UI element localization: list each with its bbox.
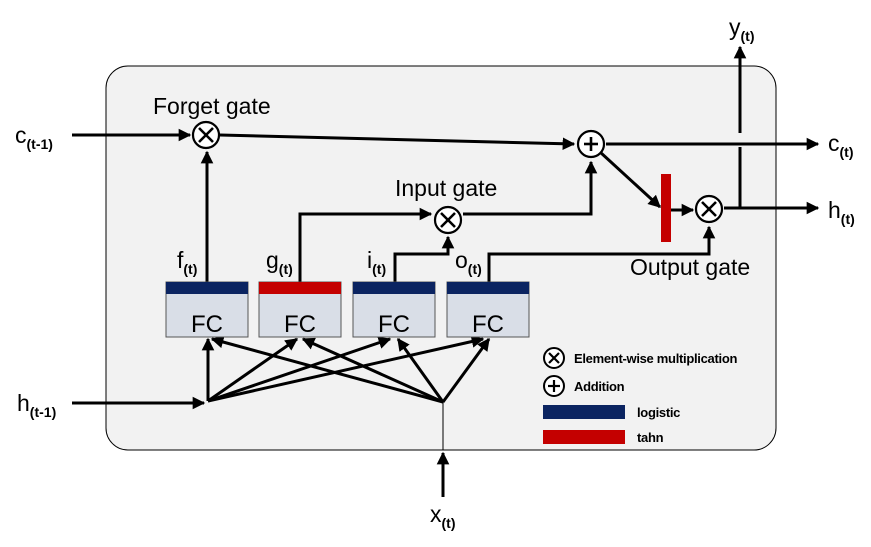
h-prev-label: h(t-1) <box>17 390 56 420</box>
forget-multiply-icon <box>191 120 221 150</box>
y-label: y(t) <box>729 14 755 44</box>
output-multiply-icon <box>694 194 724 224</box>
fc-label: FC <box>284 311 316 338</box>
addition-icon <box>576 129 606 159</box>
wire-forget-to-add <box>219 133 576 151</box>
legend-tanh-swatch <box>543 430 625 444</box>
fc-block-g: FC <box>258 281 342 338</box>
input-multiply-icon <box>433 205 463 235</box>
legend-addition-label: Addition <box>574 379 625 394</box>
fc-block-o: FC <box>446 281 530 338</box>
legend: Element-wise multiplication Addition log… <box>543 347 738 445</box>
c-prev-label: c(t-1) <box>15 122 53 152</box>
legend-addition-icon <box>543 375 565 397</box>
wire-o-to-output <box>487 225 716 282</box>
f-output-label: f(t) <box>177 247 197 277</box>
fc-block-f: FC <box>165 281 249 338</box>
legend-multiply-icon <box>543 347 565 369</box>
tanh-bar <box>259 282 341 294</box>
o-output-label: o(t) <box>455 247 482 277</box>
h-out-label: h(t) <box>828 197 855 227</box>
c-out-label: c(t) <box>828 130 854 160</box>
g-output-label: g(t) <box>266 247 293 277</box>
wire-add-to-tanh <box>598 150 662 209</box>
logistic-bar <box>447 282 529 294</box>
wire-input-to-add <box>463 160 598 216</box>
legend-multiply-label: Element-wise multiplication <box>574 351 737 366</box>
fanout-x <box>210 335 491 404</box>
fanout-h-prev <box>201 335 485 403</box>
wire-i-to-input <box>393 235 455 282</box>
forget-gate-label: Forget gate <box>153 93 271 119</box>
fc-block-i: FC <box>352 281 436 338</box>
fc-label: FC <box>378 311 410 338</box>
cell-tanh-bar <box>661 174 671 242</box>
wire-g-to-input <box>298 207 433 282</box>
legend-logistic-swatch <box>543 405 625 419</box>
fc-label: FC <box>191 311 223 338</box>
legend-logistic-label: logistic <box>637 405 680 420</box>
fc-label: FC <box>472 311 504 338</box>
x-label: x(t) <box>430 501 456 531</box>
i-output-label: i(t) <box>367 247 386 277</box>
logistic-bar <box>166 282 248 294</box>
logistic-bar <box>353 282 435 294</box>
legend-tanh-label: tahn <box>637 430 664 445</box>
input-gate-label: Input gate <box>395 175 497 201</box>
output-gate-label: Output gate <box>630 254 750 280</box>
